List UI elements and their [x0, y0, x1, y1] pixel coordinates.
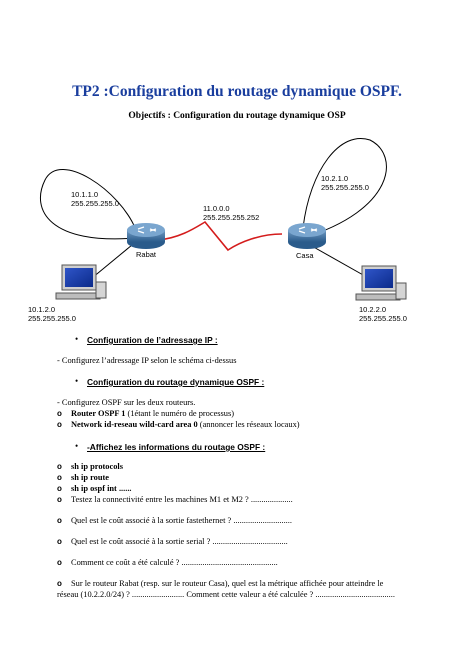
list-marker: o — [57, 558, 62, 567]
casa-net1-mask: 255.255.255.0 — [321, 183, 369, 192]
casa-lan-loop — [302, 138, 387, 239]
list-marker: o — [57, 516, 62, 525]
bullet-icon: • — [75, 441, 79, 451]
section3-heading: -Affichez les informations du routage OS… — [87, 442, 266, 452]
page-title: TP2 :Configuration du routage dynamique … — [72, 83, 402, 100]
rabat-net2-mask: 255.255.255.0 — [28, 314, 76, 323]
rabat-net1-ip: 10.1.1.0 — [71, 190, 99, 199]
network-diagram — [40, 138, 407, 301]
question-metric-line2: réseau (10.2.2.0/24) ? .................… — [57, 590, 395, 599]
rabat-pc-link — [91, 244, 133, 279]
section2-intro: - Configurez OSPF sur les deux routeurs. — [57, 398, 196, 407]
rabat-lan-loop — [40, 169, 137, 240]
pc-right-icon — [355, 265, 407, 301]
section1-heading: Configuration de l’adressage IP : — [87, 335, 218, 345]
casa-net2-ip: 10.2.2.0 — [359, 305, 387, 314]
serial-net-ip: 11.0.0.0 — [203, 204, 230, 213]
bullet-icon: • — [75, 334, 79, 344]
section2-heading: Configuration du routage dynamique OSPF … — [87, 377, 265, 387]
casa-net2-mask: 255.255.255.0 — [359, 314, 407, 323]
list-marker: o — [57, 537, 62, 546]
objectives-line: Objectifs : Configuration du routage dyn… — [128, 111, 346, 121]
list-marker: o — [57, 420, 62, 429]
list-marker: o — [57, 579, 62, 588]
list-marker: o — [57, 495, 62, 504]
list-marker: o — [57, 409, 62, 418]
list-marker: o — [57, 484, 62, 493]
router-rabat-label: Rabat — [136, 250, 157, 259]
casa-net1-ip: 10.2.1.0 — [321, 174, 349, 183]
list-marker: o — [57, 462, 62, 471]
serial-net-mask: 255.255.255.252 — [203, 213, 260, 222]
bullet-icon: • — [75, 376, 79, 386]
rabat-net1-mask: 255.255.255.0 — [71, 199, 119, 208]
section1-text: - Configurez l’adressage IP selon le sch… — [57, 356, 237, 365]
rabat-net2-ip: 10.1.2.0 — [28, 305, 56, 314]
router-casa-label: Casa — [296, 251, 314, 260]
rabat-router-icon — [127, 223, 165, 249]
pc-left-icon — [55, 264, 107, 300]
serial-link — [157, 220, 283, 252]
casa-router-icon — [288, 223, 326, 249]
list-marker: o — [57, 473, 62, 482]
